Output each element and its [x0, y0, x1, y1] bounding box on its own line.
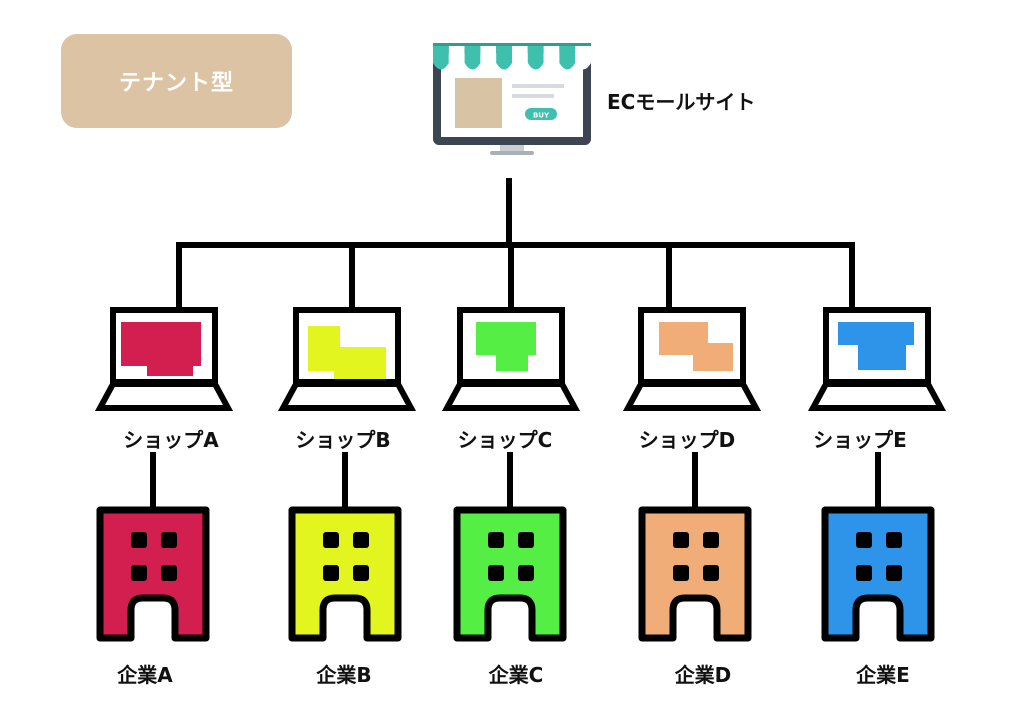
building-body	[288, 506, 402, 642]
awning-scallop	[433, 63, 449, 70]
building-window	[856, 532, 872, 548]
text-line	[512, 94, 554, 98]
building-window	[886, 565, 902, 581]
building-body	[821, 506, 935, 642]
shop-laptop-icon	[277, 307, 417, 411]
awning-scallop	[448, 63, 465, 70]
awning-stripe	[496, 45, 512, 63]
building-window	[488, 532, 504, 548]
company-label: 企業D	[674, 663, 732, 687]
awning-scallop	[575, 63, 591, 70]
awning-scallop	[464, 63, 481, 70]
product-panel	[455, 78, 502, 128]
company-label: 企業B	[316, 663, 372, 687]
shop-label: ショップB	[295, 428, 391, 452]
awning-stripe	[512, 45, 528, 63]
shop-screen-graphic	[476, 322, 536, 371]
building-body	[453, 506, 567, 642]
awning-stripe	[480, 45, 497, 63]
shop-label: ショップD	[638, 428, 736, 452]
shop-label: ショップA	[123, 428, 219, 452]
buy-button-label: BUY	[533, 112, 550, 120]
company-building-icon	[288, 506, 402, 642]
tenant-type-label: テナント型	[118, 71, 234, 96]
awning-stripe	[448, 45, 465, 63]
awning-stripe	[543, 45, 560, 63]
laptop-base	[277, 381, 417, 411]
building-window	[353, 565, 369, 581]
awning-stripe	[464, 45, 481, 63]
building-window	[703, 565, 719, 581]
awning-scallop	[480, 63, 497, 70]
building-window	[161, 532, 177, 548]
shop-laptop-icon	[807, 307, 947, 411]
building-window	[703, 532, 719, 548]
building-window	[131, 532, 147, 548]
awning-stripe	[575, 45, 591, 63]
connector-lines	[150, 178, 881, 511]
laptop-base	[622, 381, 762, 411]
building-body	[638, 506, 752, 642]
building-window	[488, 565, 504, 581]
awning-scallop	[543, 63, 560, 70]
laptop-base	[94, 381, 234, 411]
building-window	[856, 565, 872, 581]
awning-stripe	[433, 45, 449, 63]
company-building-icon	[821, 506, 935, 642]
shop-laptop-icon	[441, 307, 581, 411]
company-building-icon	[453, 506, 567, 642]
awning-stripe	[559, 45, 576, 63]
ec-mall-site-label: ECモールサイト	[607, 90, 756, 114]
building-window	[353, 532, 369, 548]
shop-label: ショップE	[813, 428, 907, 452]
building-window	[886, 532, 902, 548]
awning-rod	[433, 43, 591, 46]
building-window	[673, 532, 689, 548]
awning-scallop	[512, 63, 528, 70]
shop-laptop-icon	[94, 307, 234, 411]
awning	[433, 43, 591, 70]
monitor-stand	[490, 151, 534, 155]
building-window	[518, 565, 534, 581]
buy-button	[525, 108, 557, 120]
laptop-base	[807, 381, 947, 411]
awning-stripe	[527, 45, 544, 63]
shop-label: ショップC	[457, 428, 553, 452]
shop-laptop-icon	[622, 307, 762, 411]
building-window	[161, 565, 177, 581]
companies-layer	[96, 506, 935, 642]
building-window	[518, 532, 534, 548]
building-window	[673, 565, 689, 581]
ec-mall-storefront-icon: BUY	[433, 43, 591, 155]
monitor-neck	[500, 145, 524, 151]
awning-scallop	[496, 63, 512, 70]
company-label: 企業C	[488, 663, 544, 687]
shop-screen-graphic	[659, 322, 733, 371]
text-line	[512, 84, 564, 88]
tenant-type-badge: テナント型	[61, 34, 292, 128]
laptop-base	[441, 381, 581, 411]
company-label: 企業E	[856, 663, 910, 687]
company-building-icon	[638, 506, 752, 642]
company-building-icon	[96, 506, 210, 642]
shop-screen-graphic	[121, 322, 201, 376]
building-window	[323, 565, 339, 581]
building-window	[131, 565, 147, 581]
awning-scallop	[527, 63, 544, 70]
building-window	[323, 532, 339, 548]
company-label: 企業A	[117, 663, 173, 687]
shops-layer	[94, 307, 947, 411]
building-body	[96, 506, 210, 642]
shop-screen-graphic	[838, 322, 914, 370]
awning-scallop	[559, 63, 576, 70]
shop-screen-graphic	[308, 326, 386, 379]
